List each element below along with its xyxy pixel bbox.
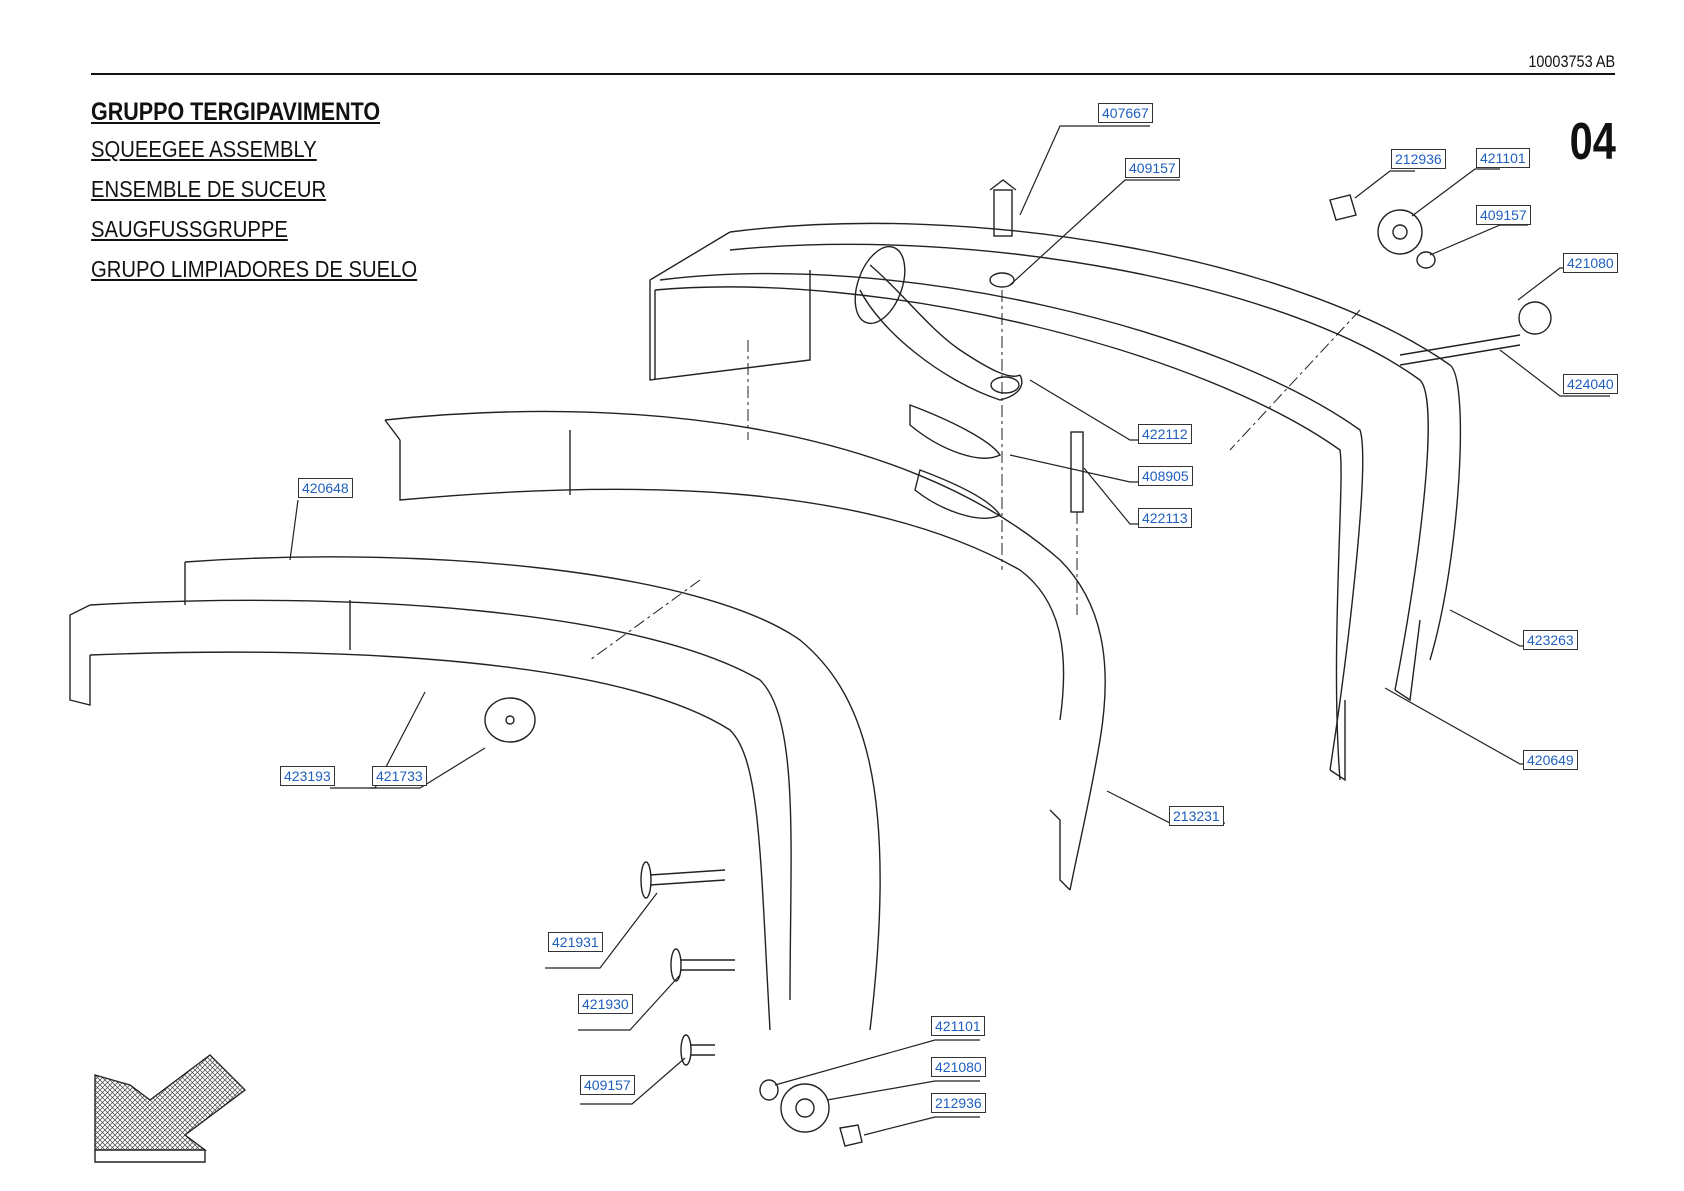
middle-strip [384,410,1106,891]
page-number: 04 [1569,113,1616,171]
document-code: 10003753 AB [1528,52,1615,71]
callout-label-422113: 422113 [1138,508,1192,528]
callout-label-423263: 423263 [1523,630,1578,650]
title-english: SQUEEGEE ASSEMBLY [91,136,317,162]
rear-holder [649,245,1023,401]
callout-label-409157-bottom: 421101 [931,1016,985,1036]
callout-label-212936-top: 212936 [1391,149,1446,169]
callout-label-408905: 408905 [1138,466,1193,486]
callout-label-409157-right: 409157 [1476,205,1531,225]
callout-label-407667: 407667 [1098,103,1153,123]
assembly-axes [589,290,1361,661]
leader-lines [289,125,1610,1136]
callout-label-421080-bottom: 409157 [580,1075,635,1095]
callout-label-213231: 213231 [1169,806,1224,826]
rear-blade [649,222,1462,782]
title-spanish: GRUPO LIMPIADORES DE SUELO [91,256,418,282]
small-parts [484,179,1552,1147]
title-german: SAUGFUSSGRUPPE [91,216,288,242]
callout-label-421080-right: 421080 [1563,253,1618,273]
callout-label-420648: 420648 [298,478,353,498]
front-blade [69,556,881,1031]
title-main: GRUPPO TERGIPAVIMENTO [91,98,381,126]
callout-label-424040: 424040 [1563,374,1618,394]
callout-label-421733: 421733 [372,766,427,786]
callout-label-212936-bottom: 212936 [931,1093,986,1113]
title-french: ENSEMBLE DE SUCEUR [91,176,327,202]
callout-label-409157-top: 409157 [1125,158,1180,178]
callout-label-422112: 422112 [1138,424,1192,444]
callout-label-421101-top: 421101 [1476,148,1530,168]
direction-arrow [94,1054,247,1163]
header-rule [91,73,1615,75]
callout-label-421930: 421930 [578,994,633,1014]
callout-label-421931: 421931 [548,932,603,952]
title-block: GRUPPO TERGIPAVIMENTO SQUEEGEE ASSEMBLY … [91,98,462,296]
callout-label-423193: 423193 [280,766,335,786]
callout-label-421101-bottom: 421080 [931,1057,986,1077]
callout-label-420649: 420649 [1523,750,1578,770]
